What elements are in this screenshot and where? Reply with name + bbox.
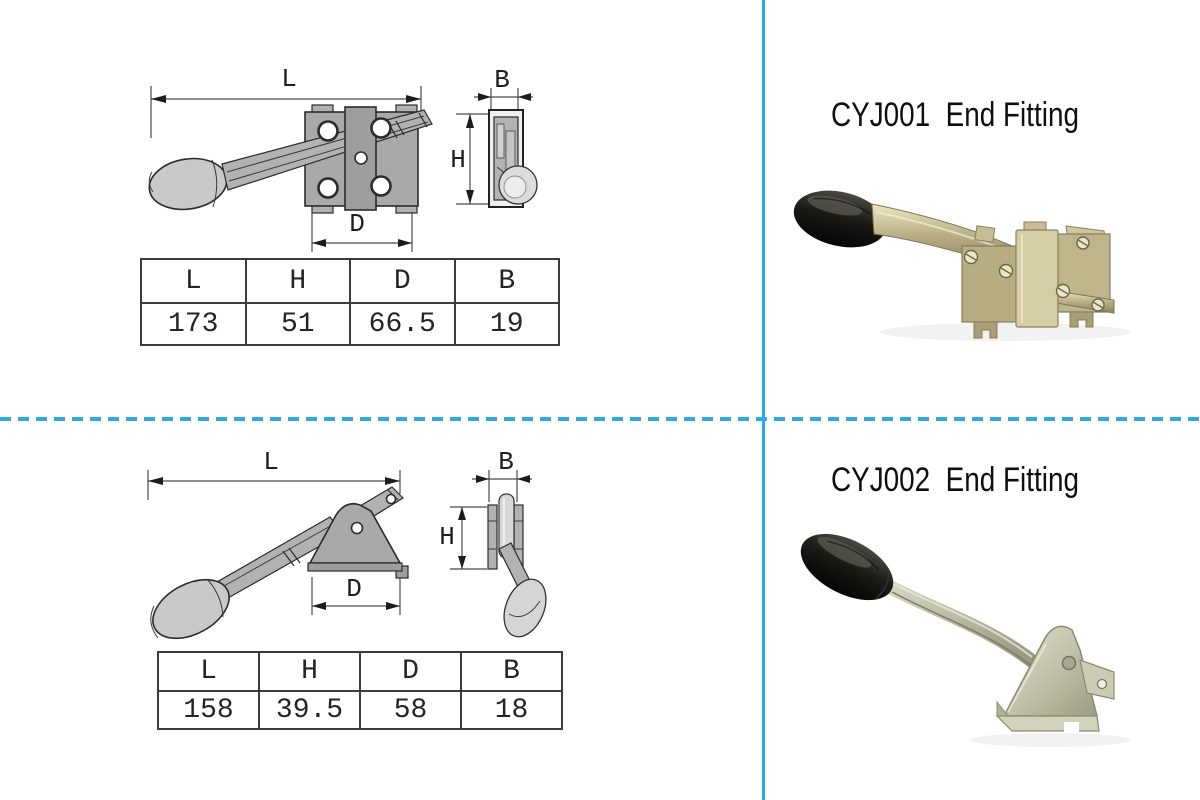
cyj001-dimension-D: D [311,209,413,252]
table-header-cell: L [157,651,260,692]
cyj001-dimension-table: L H D B 173 51 66.5 19 [140,258,560,346]
cyj002-dimension-table: L H D B 158 39.5 58 18 [157,651,563,730]
dim-label-D: D [346,574,362,604]
dim-label-B: B [498,447,514,477]
photo-shadow [880,323,1130,341]
cyj002-handle-knob [150,578,230,640]
cyj001-technical-drawing: L [148,64,538,252]
horizontal-divider [0,417,1200,421]
cyj001-photo-screws [963,236,1105,312]
cyj001-product-title: CYJ001 End Fitting [831,96,1079,134]
table-value-cell: 18 [460,690,563,730]
cyj002-side-view: B H [439,447,547,638]
cyj001-product-photo [793,190,1130,341]
vertical-divider [762,0,765,800]
table-header-cell: L [140,258,247,304]
cyj002-technical-drawing: L [147,447,547,640]
cyj001-side-view: B H [450,65,538,208]
dim-label-D: D [349,209,365,239]
dim-label-B: B [494,65,510,95]
cyj001-screw-holes [317,117,392,199]
cyj002-photo-rod [885,581,1043,671]
dim-label-H: H [439,522,455,552]
table-value-cell: 158 [157,690,260,730]
dim-label-L: L [281,64,297,94]
photo-shadow [970,733,1130,747]
cyj002-product-title: CYJ002 End Fitting [831,461,1079,499]
cyj002-bracket [307,502,409,579]
cyj002-photo-grip [800,533,894,601]
table-value-cell: 173 [140,302,247,346]
table-value-cell: 51 [244,302,351,346]
cyj002-dimension-D: D [311,574,401,615]
cyj002-photo-bracket [995,625,1115,732]
table-header-cell: D [349,258,456,304]
cyj001-photo-grip [793,190,887,248]
table-value-cell: 19 [453,302,560,346]
table-header-cell: D [359,651,462,692]
table-value-cell: 66.5 [349,302,456,346]
table-header-cell: B [460,651,563,692]
table-header-cell: B [453,258,560,304]
cyj001-photo-body [961,221,1115,339]
table-header-cell: H [244,258,351,304]
dim-label-L: L [263,447,279,477]
table-header-cell: H [258,651,361,692]
table-value-cell: 39.5 [258,690,361,730]
cyj001-dimension-L: L [150,64,422,138]
cyj002-dimension-L: L [147,447,401,500]
table-value-cell: 58 [359,690,462,730]
cyj002-product-photo [800,533,1130,747]
dim-label-H: H [450,145,466,175]
cyj001-handle-knob [148,157,228,211]
